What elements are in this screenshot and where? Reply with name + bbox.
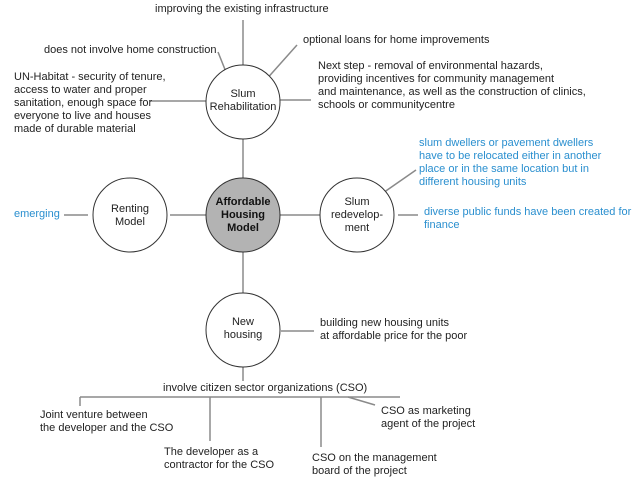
node-slum-rehabilitation-circle (205, 64, 281, 140)
label-contractor: The developer as a contractor for the CS… (164, 446, 275, 471)
node-new-housing-circle (205, 292, 281, 368)
node-slum-redevelopment-circle (319, 177, 395, 253)
node-affordable-housing-model-text: Affordable Housing Model (215, 196, 271, 234)
label-no-home-construction: does not involve home construction (44, 44, 217, 56)
node-renting-model-circle (92, 177, 168, 253)
node-slum-rehabilitation-text: Slum Rehabilitation (209, 88, 277, 113)
label-marketing-agent: CSO as marketing agent of the project (381, 405, 476, 430)
label-un-habitat: UN-Habitat - security of tenure, access … (14, 71, 166, 135)
label-improving-infrastructure: improving the existing infrastructure (155, 3, 329, 15)
leader-relocated (379, 169, 417, 196)
node-affordable-housing-model-circle (205, 177, 281, 253)
label-cso: involve citizen sector organizations (CS… (163, 382, 368, 394)
label-next-step: Next step - removal of environmental haz… (318, 60, 586, 111)
node-renting-model-text: Renting Model (111, 203, 149, 228)
node-new-housing-text: New housing (223, 316, 263, 341)
label-public-funds: diverse public funds have been created f… (424, 206, 632, 231)
leader-marketing-agent (347, 396, 376, 406)
label-optional-loans: optional loans for home improvements (303, 34, 490, 46)
node-slum-redevelopment-text: Slum redevelop- ment (331, 196, 383, 234)
label-relocated: slum dwellers or pavement dwellers have … (419, 137, 602, 188)
label-management-board: CSO on the management board of the proje… (312, 452, 437, 477)
label-emerging: emerging (14, 208, 60, 220)
label-joint-venture: Joint venture between the developer and … (40, 409, 174, 434)
label-building-units: building new housing units at affordable… (320, 317, 468, 342)
